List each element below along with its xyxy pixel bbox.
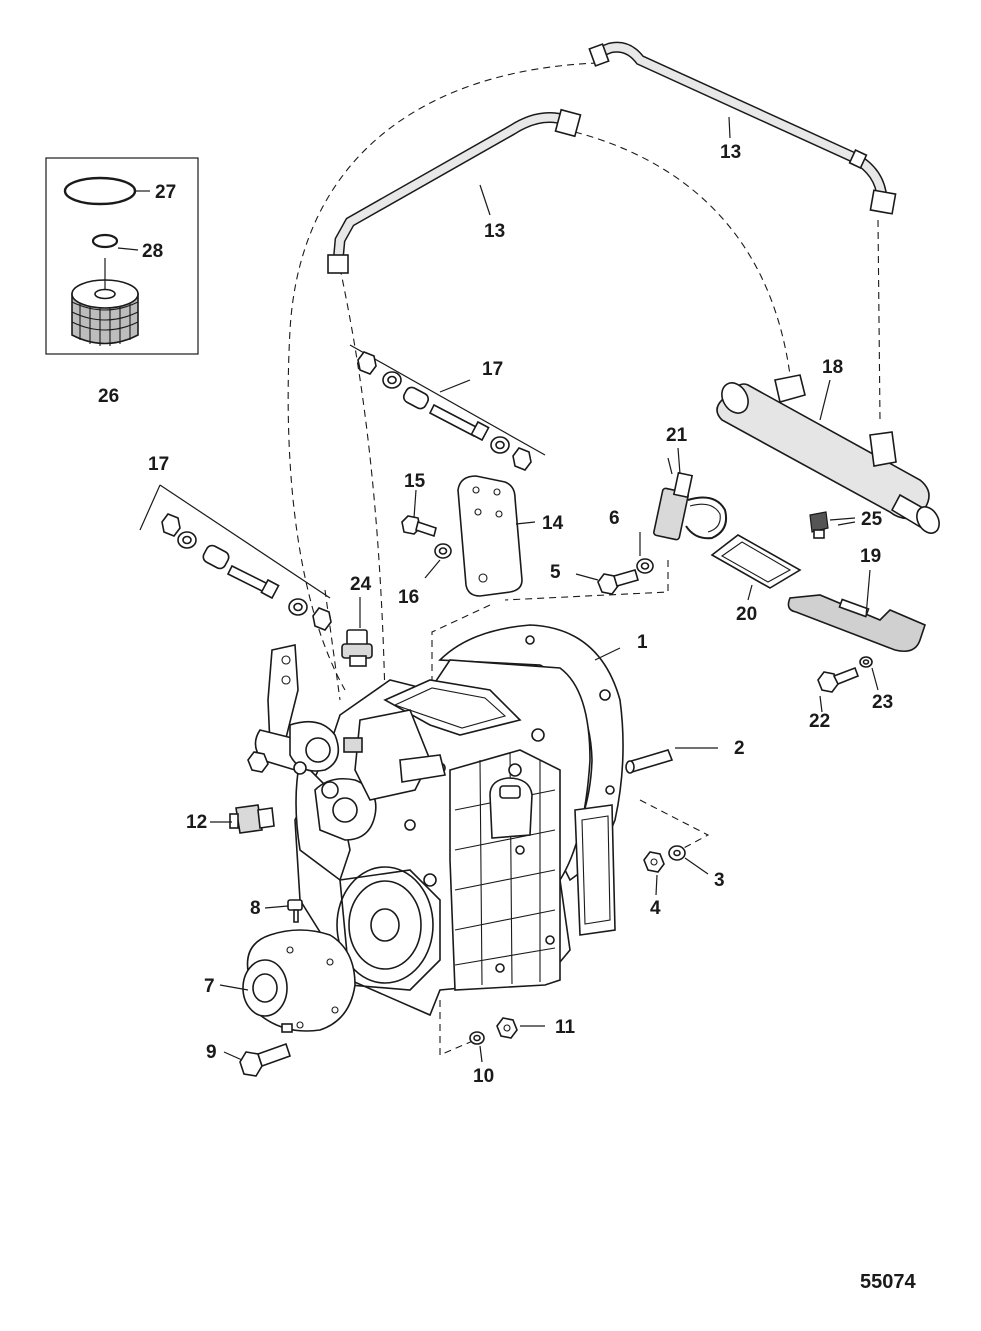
callout-3: 3: [714, 870, 725, 891]
callout-18: 18: [822, 357, 843, 378]
o-ring-27: [63, 176, 137, 206]
callout-17-right: 17: [482, 359, 503, 380]
washer-3: [668, 845, 686, 861]
callout-22: 22: [809, 711, 830, 732]
bolt-22: [817, 666, 860, 693]
figure-number: 55074: [860, 1271, 916, 1293]
screw-8: [287, 899, 303, 923]
sender-24: [341, 629, 373, 667]
callout-12: 12: [186, 812, 207, 833]
bolt-9: [239, 1042, 292, 1077]
callout-11: 11: [555, 1017, 576, 1038]
hose-13-upper: [588, 41, 897, 215]
callout-16: 16: [398, 587, 419, 608]
nut-11: [496, 1017, 518, 1039]
filter-inset-box: [45, 157, 199, 355]
washer-10: [469, 1031, 485, 1045]
callout-14: 14: [542, 513, 564, 534]
hose-13-lower: [327, 108, 582, 274]
bolt-15: [401, 515, 437, 538]
callout-17-left: 17: [148, 454, 169, 475]
callout-1: 1: [637, 632, 648, 653]
callout-2: 2: [734, 738, 745, 759]
sensor-12: [229, 804, 275, 834]
callout-10: 10: [473, 1066, 494, 1087]
sensor-21: [653, 447, 728, 541]
mount-kit-17-right: [349, 344, 546, 471]
hose-routing-lines: [287, 62, 881, 1056]
shift-lever-assembly: [247, 644, 446, 841]
dowel-pin-2: [625, 749, 674, 774]
callout-13-upper: 13: [720, 142, 741, 163]
drive-flange-7: [242, 929, 356, 1033]
callout-19: 19: [860, 546, 881, 567]
callout-7: 7: [204, 976, 215, 997]
callout-6: 6: [609, 508, 620, 529]
pad-20: [710, 534, 802, 589]
callout-15: 15: [404, 471, 426, 492]
oil-cooler-18: [716, 374, 940, 534]
callout-25: 25: [861, 509, 883, 530]
bracket-19: [787, 569, 926, 653]
callout-21: 21: [666, 425, 688, 446]
fitting-25: [809, 511, 856, 539]
callout-23: 23: [872, 692, 893, 713]
callout-26: 26: [98, 386, 119, 407]
callout-24: 24: [350, 574, 372, 595]
callout-8: 8: [250, 898, 261, 919]
washer-6: [636, 558, 654, 574]
washer-23: [859, 656, 873, 668]
leader-lines: [117, 116, 879, 1063]
callout-labels: 27 28 26 13 13 17 17 18 21 15 14 6 25 19…: [98, 142, 893, 1087]
callout-4: 4: [650, 898, 661, 919]
pump-pulley: [336, 866, 441, 991]
callout-20: 20: [736, 604, 757, 625]
callout-28: 28: [142, 241, 163, 262]
callout-13-lower: 13: [484, 221, 505, 242]
callout-5: 5: [550, 562, 561, 583]
filter-element-26: [71, 258, 139, 346]
nut-4: [643, 851, 665, 873]
callout-9: 9: [206, 1042, 217, 1063]
washer-16: [434, 543, 452, 559]
callout-27: 27: [155, 182, 176, 203]
bolt-5: [597, 569, 639, 595]
cover-plate-14: [457, 475, 536, 597]
snap-ring-28: [91, 233, 119, 249]
mount-kit-17-left: [139, 484, 332, 631]
